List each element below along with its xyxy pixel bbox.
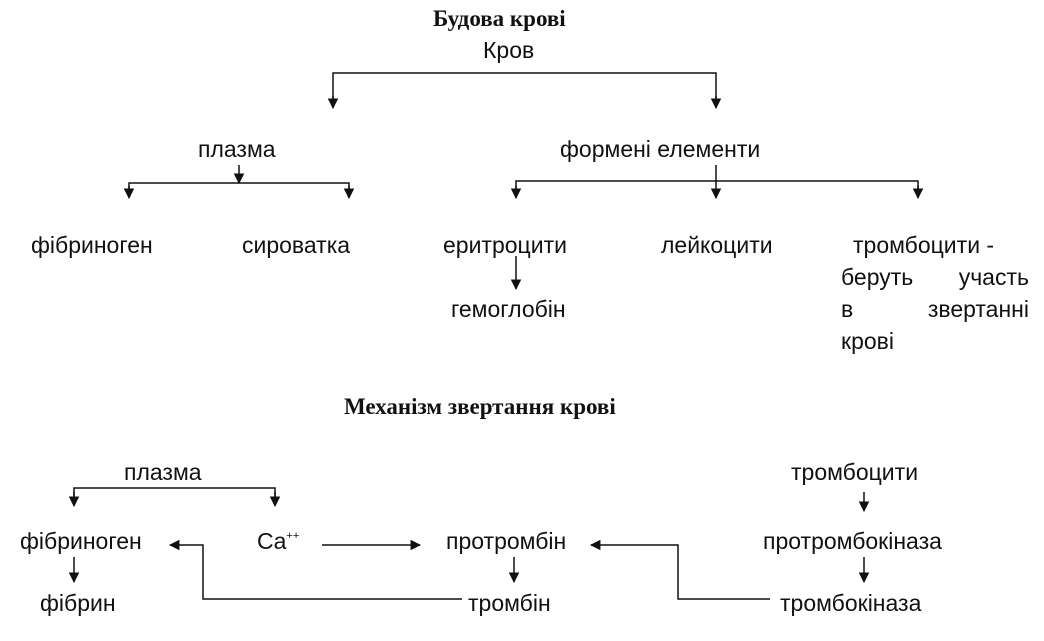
node-erythrocytes: еритроцити	[443, 232, 567, 258]
node-plasma: плазма	[198, 136, 276, 162]
node-blood: Кров	[483, 37, 535, 63]
mech-node-fibrin: фібрин	[40, 590, 116, 616]
node-fibrinogen: фібриноген	[31, 232, 153, 258]
mech-node-prothrombin: протромбін	[446, 528, 567, 554]
mechanism-title: Механізм звертання крові	[344, 394, 616, 419]
node-serum: сироватка	[242, 232, 351, 258]
node-formed-elements: формені елементи	[560, 136, 761, 162]
mech-node-prothrombokinase: протромбокіназа	[763, 528, 942, 554]
structure-title: Будова крові	[433, 6, 566, 31]
thrombin-to-fibrinogen-line	[168, 539, 462, 600]
formed-split-line	[515, 180, 919, 196]
node-hemoglobin: гемоглобін	[451, 296, 566, 322]
plasma-split-line	[128, 182, 350, 196]
mech-node-fibrinogen: фібриноген	[20, 528, 142, 554]
calcium-charge: ++	[286, 530, 300, 542]
mech-plasma-split	[73, 487, 276, 500]
node-leukocytes: лейкоцити	[661, 232, 773, 258]
mech-node-thrombokinase: тромбокіназа	[780, 590, 922, 616]
node-platelets-line1: тромбоцити -	[853, 232, 995, 258]
root-split-line	[332, 72, 717, 104]
node-platelets-line4: крові	[841, 328, 894, 354]
mech-node-plasma: плазма	[124, 459, 202, 485]
thrombokinase-to-prothrombin-line	[589, 539, 770, 600]
mech-node-platelets: тромбоцити	[791, 459, 919, 485]
mech-node-thrombin: тромбін	[468, 590, 551, 616]
node-platelets-line3: в звертанні	[841, 296, 1029, 322]
calcium-symbol: Ca	[257, 528, 287, 554]
node-platelets-line2: беруть участь	[841, 264, 1029, 290]
mech-node-calcium: Ca++	[257, 530, 299, 553]
